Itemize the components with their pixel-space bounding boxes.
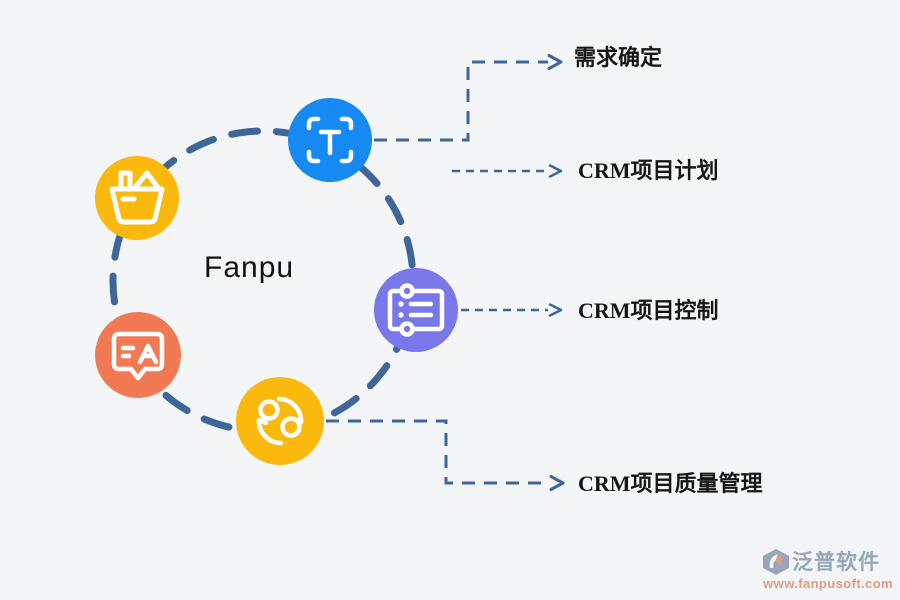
label-crm-control: CRM项目控制 bbox=[578, 298, 719, 323]
sync-arrows-icon bbox=[236, 377, 324, 465]
shopping-basket-icon bbox=[95, 156, 179, 240]
label-requirements: 需求确定 bbox=[574, 45, 663, 70]
brand-url: www.fanpusoft.com bbox=[763, 576, 893, 592]
footer-watermark: 泛普软件 www.fanpusoft.com bbox=[763, 549, 893, 592]
connector-control bbox=[461, 303, 563, 317]
text-scan-icon bbox=[288, 98, 372, 182]
connector-quality bbox=[326, 419, 565, 491]
connector-plan bbox=[452, 164, 563, 178]
brand-name: 泛普软件 bbox=[792, 550, 881, 574]
connector-requirements bbox=[374, 54, 563, 142]
label-crm-plan: CRM项目计划 bbox=[578, 158, 719, 183]
center-label: Fanpu bbox=[204, 251, 295, 284]
ticket-list-icon bbox=[374, 268, 458, 352]
translate-chat-icon bbox=[95, 312, 181, 398]
fanpu-logo-icon bbox=[763, 549, 790, 576]
label-crm-quality: CRM项目质量管理 bbox=[578, 471, 763, 496]
